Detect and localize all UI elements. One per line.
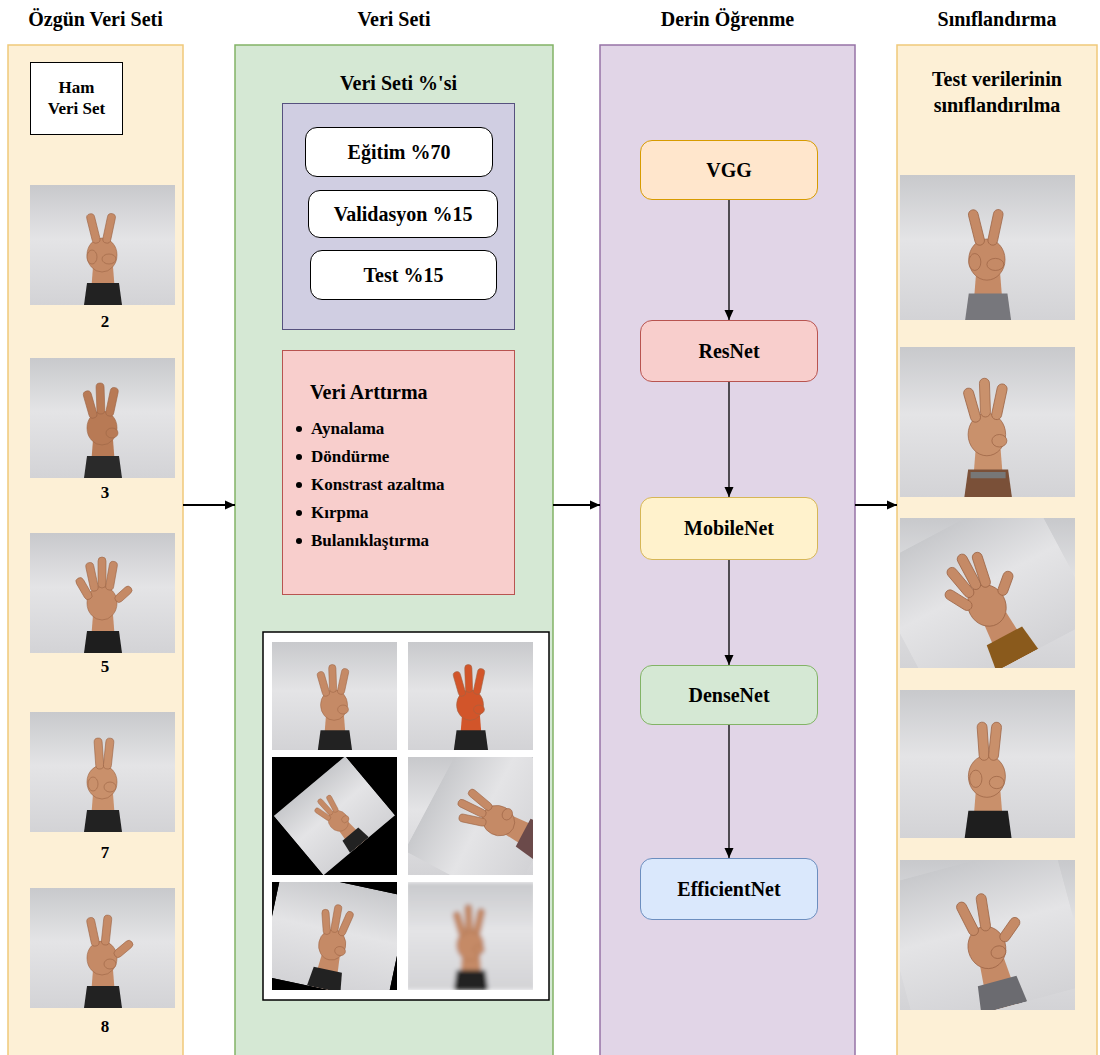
box-text: VGG: [706, 159, 752, 182]
group-panel: Veri Seti %'siEğitim %70Validasyon %15Te…: [282, 70, 515, 330]
flow-arrow: [728, 560, 729, 665]
column-panels: [8, 45, 1097, 1055]
callout-number: 2: [90, 312, 120, 332]
list-text: Döndürme: [311, 443, 389, 471]
column-panel: SınıflandırmaTest verilerinin sınıflandı…: [897, 0, 1097, 1055]
list-item: Döndürme: [296, 443, 502, 471]
text-wrap: ResNet: [698, 340, 759, 363]
box-text: DenseNet: [688, 684, 769, 707]
text-wrap: MobileNet: [684, 517, 774, 540]
callout-number: 7: [90, 843, 120, 863]
bullet: [296, 454, 302, 460]
list-item: Bulanıklaştırma: [296, 527, 502, 555]
text-wrap: VGG: [706, 159, 752, 182]
callout-number: 8: [90, 1017, 120, 1037]
column-heading: Veri Seti: [235, 6, 553, 32]
flow-arrow: [553, 504, 600, 506]
group-heading: Veri Seti %'si: [282, 70, 515, 96]
column-panel: Derin ÖğrenmeVGG ResNetMobileNetDenseNetE…: [600, 0, 855, 1055]
box-text: Ham Veri Set: [44, 78, 110, 119]
box-text: Eğitim %70: [348, 141, 451, 164]
source-box: Ham Veri Set: [30, 62, 123, 135]
text-wrap: Eğitim %70: [348, 141, 451, 164]
flow-arrow: [728, 725, 729, 858]
model-box: DenseNet: [640, 665, 818, 725]
flow-arrow: [728, 200, 729, 320]
list-text: Konstrast azaltma: [311, 471, 445, 499]
list-item: Kırpma: [296, 499, 502, 527]
box-text: MobileNet: [684, 517, 774, 540]
list-item: Konstrast azaltma: [296, 471, 502, 499]
flow-arrow: [183, 504, 235, 506]
test-photos: [866, 175, 1096, 1031]
box-text: Test %15: [364, 264, 444, 287]
text-wrap: Test %15: [364, 264, 444, 287]
text-wrap: Ham Veri Set: [44, 78, 110, 119]
box-text: ResNet: [698, 340, 759, 363]
box-text: EfficientNet: [677, 878, 780, 901]
column-panel: Veri SetiVeri Seti %'siEğitim %70Validas…: [235, 0, 553, 1055]
list-text: Bulanıklaştırma: [311, 527, 429, 555]
augmentation-box: Veri ArttırmaAynalamaDöndürmeKonstrast a…: [282, 350, 515, 595]
list-item: Aynalama: [296, 415, 502, 443]
panel-subtitle: Test verilerinin sınıflandırılma: [912, 66, 1082, 118]
list-heading: Veri Arttırma: [310, 379, 502, 405]
list-text: Kırpma: [311, 499, 369, 527]
column-heading: Özgün Veri Seti: [8, 6, 183, 32]
callout-number: 5: [90, 657, 120, 677]
raw-photos: [30, 185, 175, 1008]
split-box: Test %15: [310, 250, 497, 300]
box-text: Validasyon %15: [334, 203, 473, 226]
text-wrap: EfficientNet: [677, 878, 780, 901]
model-box: VGG: [640, 140, 818, 200]
split-box: Validasyon %15: [308, 190, 498, 238]
model-box: ResNet: [640, 320, 818, 382]
column-panel: Özgün Veri SetiHam Veri Set 2 3 5 7 8: [8, 0, 183, 1055]
column-heading: Derin Öğrenme: [600, 6, 855, 32]
text-wrap: DenseNet: [688, 684, 769, 707]
bullet: [296, 482, 302, 488]
flow-arrow: [855, 504, 897, 506]
callout-number: 3: [90, 483, 120, 503]
augmentation-samples: [259, 632, 575, 1002]
bullet: [296, 510, 302, 516]
text-wrap: Validasyon %15: [334, 203, 473, 226]
bullet: [296, 426, 302, 432]
flow-arrow: [728, 382, 729, 497]
bullet: [296, 538, 302, 544]
column-heading: Sınıflandırma: [897, 6, 1097, 32]
list-text: Aynalama: [311, 415, 384, 443]
model-box: MobileNet: [640, 497, 818, 560]
split-box: Eğitim %70: [305, 127, 493, 177]
model-box: EfficientNet: [640, 858, 818, 920]
